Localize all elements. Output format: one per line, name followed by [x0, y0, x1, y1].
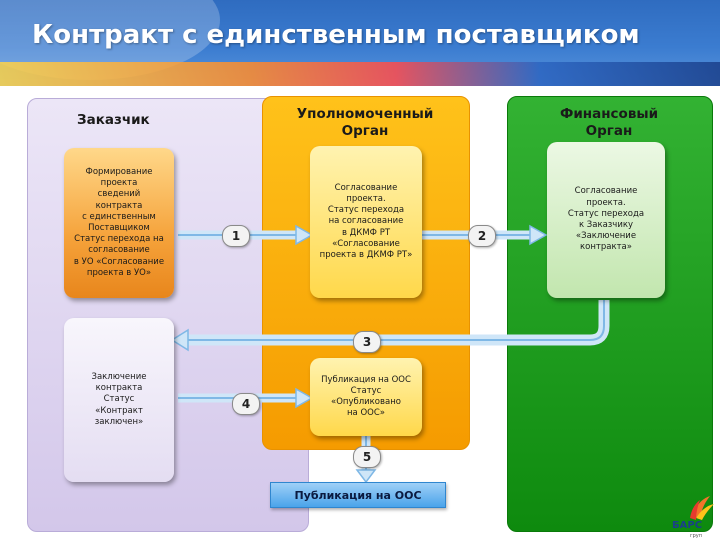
header-stripe: [0, 62, 720, 86]
step-badge-3: 3: [353, 331, 381, 353]
lane-title-finance: Финансовый Орган: [559, 106, 659, 139]
box-authority-publish: Публикация на ООС Статус «Опубликовано н…: [310, 358, 422, 436]
box-customer-conclude: Заключение контракта Статус «Контракт за…: [64, 318, 174, 482]
lane-title-authority: Уполномоченный Орган: [296, 106, 434, 139]
box-customer-form-project: Формирование проекта сведений контракта …: [64, 148, 174, 298]
lane-title-customer: Заказчик: [77, 112, 150, 128]
header-banner: Контракт с единственным поставщиком: [0, 0, 720, 86]
step-badge-5: 5: [353, 446, 381, 468]
arrow-step-3: [186, 300, 610, 346]
page-title: Контракт с единственным поставщиком: [32, 20, 640, 50]
box-authority-approval: Согласование проекта. Статус перехода на…: [310, 146, 422, 298]
publication-bar: Публикация на ООС: [270, 482, 446, 508]
logo-subtext: груп: [690, 533, 703, 539]
logo-text: БАРС: [672, 520, 703, 531]
box-finance-approval: Согласование проекта. Статус перехода к …: [547, 142, 665, 298]
bars-logo-icon: [690, 496, 714, 520]
step-badge-1: 1: [222, 225, 250, 247]
step-badge-2: 2: [468, 225, 496, 247]
step-badge-4: 4: [232, 393, 260, 415]
